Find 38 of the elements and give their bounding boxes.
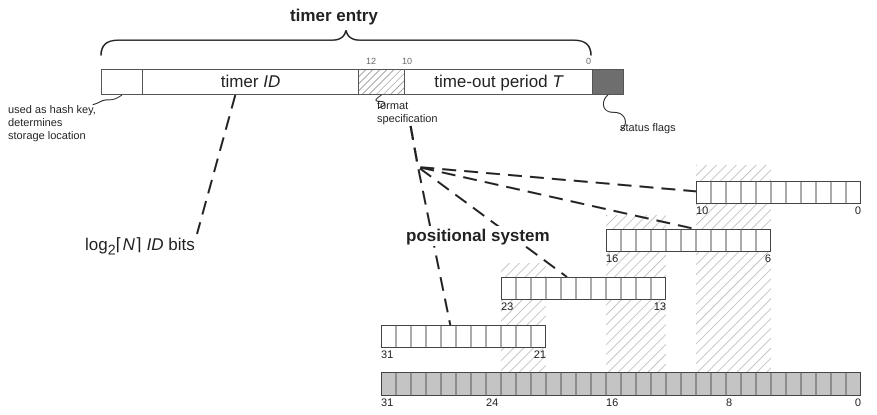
field-label: timer ID — [220, 72, 280, 92]
leader-line — [375, 94, 386, 108]
leader-line — [602, 94, 626, 130]
bit-index: 8 — [726, 397, 732, 409]
dashed-connector — [410, 126, 452, 326]
bit-field-bar — [381, 372, 861, 396]
register-bar — [381, 325, 546, 348]
register-bar — [696, 181, 861, 204]
bit-index: 31 — [381, 349, 394, 361]
annotation-text: log$_{2}$⌈N⌉ ID bits — [85, 234, 245, 262]
annotation-text: format specification — [377, 100, 457, 126]
bit-index: 16 — [606, 253, 618, 265]
time-out-field — [404, 69, 593, 95]
bit-index: 24 — [486, 397, 498, 409]
bit-index: 23 — [501, 301, 514, 313]
bit-index: 13 — [654, 301, 666, 313]
bit-index: 10 — [402, 56, 412, 66]
format-segment — [358, 69, 405, 95]
dashed-connector — [196, 94, 236, 234]
bit-index: 0 — [854, 205, 861, 217]
bit-index: 12 — [366, 56, 376, 66]
register-bar — [501, 277, 666, 300]
bit-index: 6 — [764, 253, 771, 265]
leader-line — [92, 94, 122, 106]
bit-index: 0 — [586, 56, 592, 66]
annotation-text: status flags — [620, 122, 700, 135]
status-flags-segment — [592, 69, 624, 95]
diagram-heading: timer entry — [290, 6, 378, 26]
timer-id-field — [142, 69, 359, 95]
bit-index: 10 — [696, 205, 708, 217]
register-bar — [606, 229, 771, 252]
bit-index: 31 — [381, 397, 394, 409]
field-label: time-out period T — [434, 72, 563, 92]
bit-index: 21 — [534, 349, 546, 361]
annotation-text: used as hash key, determines storage location — [8, 104, 100, 143]
bit-index: 0 — [854, 397, 861, 409]
bit-index: 16 — [606, 397, 618, 409]
hash-key-segment — [101, 69, 143, 95]
